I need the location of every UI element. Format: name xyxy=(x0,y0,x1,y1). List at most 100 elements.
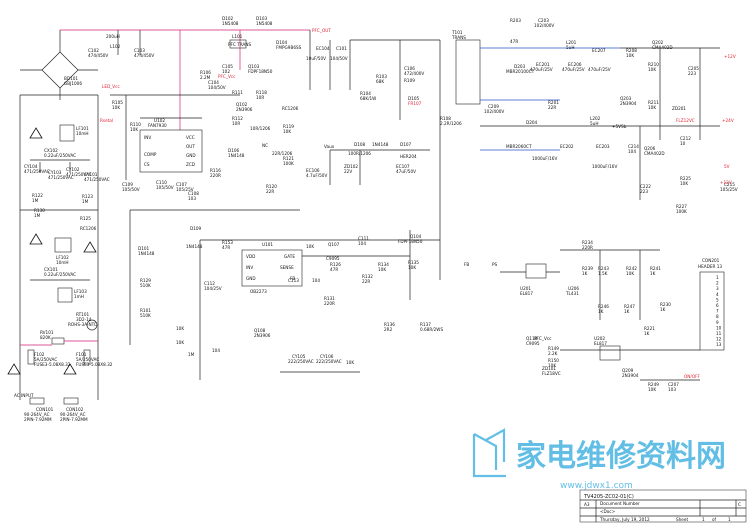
r249-value: 10K xyxy=(648,387,656,392)
r108b-value: 10K xyxy=(176,326,184,331)
c105-value: 102 xyxy=(222,69,230,74)
lf101-ref: LF101 xyxy=(76,126,89,131)
r130-ref: R130 xyxy=(34,208,45,213)
r101-ref: R101 xyxy=(140,308,151,313)
r108-ref: R108 xyxy=(440,116,451,121)
con201-ref: CON201 xyxy=(702,258,720,263)
d103-ref: D103 xyxy=(256,16,268,21)
r109b-value: 1M xyxy=(188,352,195,357)
ec107-value: 47uF/50V xyxy=(396,169,416,174)
input-filter-section: BD101 GBJ1006 LF101 10mH CX102 0.22uF/25… xyxy=(7,30,113,422)
net-vaux: Vaux xyxy=(324,144,335,149)
c215-value: 105/25V xyxy=(720,187,738,192)
c212-ref: C212 xyxy=(680,136,691,141)
connector-con101 xyxy=(29,397,45,405)
ec101-value: 10uF/50V xyxy=(306,56,326,61)
sheet-label: Sheet xyxy=(676,517,688,522)
connector-pin-number: 4 xyxy=(716,292,719,297)
ec107-ref: EC107 xyxy=(396,164,410,169)
c212-value: 10 xyxy=(680,141,686,146)
u101-pin-inv: INV xyxy=(246,265,253,270)
r116-value: 220R xyxy=(210,173,221,178)
ec203-ref: EC203 xyxy=(596,144,610,149)
r103-value: 68K xyxy=(376,79,384,84)
rt101-value: 3D2-14 xyxy=(76,317,92,322)
con102-spec: 90-264V_AC xyxy=(60,412,86,417)
d107-value: HER204 xyxy=(400,154,417,159)
cy101-value: 471/250VAC xyxy=(84,177,110,182)
q110-ref: Q110 xyxy=(526,336,538,341)
d108-value: 1N4148 xyxy=(372,142,389,147)
ec201-value: 470uF/25V xyxy=(530,67,553,72)
choke-lf101 xyxy=(59,124,75,142)
zd201-value: FLZ12VC xyxy=(676,118,695,123)
r113-value: NC xyxy=(262,143,268,148)
c103-value: 474/450V xyxy=(134,53,154,58)
ec203-value: 1000uF/16V xyxy=(592,164,617,169)
r131-value: 220R xyxy=(324,301,335,306)
watermark: 家电维修资料网 www.jdwx1.com xyxy=(472,428,726,491)
r149-ref: R149 xyxy=(548,346,559,351)
con102-pins: 2PIN-7.92MM xyxy=(60,417,88,422)
r150-value: 10K xyxy=(548,363,556,368)
c111-ref: C111 xyxy=(358,236,369,241)
q103-ref: Q103 xyxy=(248,64,260,69)
cy104-ref: CY104 xyxy=(24,164,38,169)
d102-ref: D102 xyxy=(222,16,234,21)
warning-icon xyxy=(29,127,43,139)
c106-value: 472/400V xyxy=(404,71,424,76)
cy105-value: 222/250VAC xyxy=(288,359,314,364)
book-logo-icon xyxy=(472,428,506,478)
r110-value: 10K xyxy=(130,127,138,132)
q107-value: C9095 xyxy=(326,256,340,261)
l101-value: PFC TRANS xyxy=(228,42,251,47)
f101-type: FUSE3-5.08X8.32 xyxy=(76,362,113,367)
cx102-value: 0.22uF/250VAC xyxy=(44,153,76,158)
r123-value: 1M xyxy=(82,199,89,204)
u101-pin-fb: FB xyxy=(290,276,295,281)
d203-value: MBR20100CT xyxy=(506,69,535,74)
net-ps: PS xyxy=(492,262,498,267)
r249-ref: R249 xyxy=(648,382,659,387)
d109-value: 1N4148 xyxy=(186,244,203,249)
zd101-value: FLZ18VC xyxy=(542,371,561,376)
u201-value: EL817 xyxy=(520,291,533,296)
c104-value: 104/50V xyxy=(208,85,226,90)
con101-spec: 90-264V_AC xyxy=(24,412,50,417)
f101-rating: 5A/250VAC xyxy=(76,357,99,362)
q209-ref: Q209 xyxy=(622,368,634,373)
net-on-off: ON/OFF xyxy=(684,374,701,379)
u101-pin-sense: SENSE xyxy=(280,265,294,270)
lf101-value: 10mH xyxy=(76,131,89,136)
ec201-ref: EC201 xyxy=(536,62,550,67)
r134-value: 10K xyxy=(378,267,386,272)
q104-value: FDPF18N50 xyxy=(398,239,423,244)
l101-ref: L101 xyxy=(232,34,243,39)
revision: C xyxy=(738,502,741,507)
r211-value: 10K xyxy=(648,105,656,110)
l201-value: 5uH xyxy=(566,45,574,50)
r124-value: RC1206 xyxy=(80,226,97,231)
r106b-value: 10K xyxy=(346,360,354,365)
document-number-label: Document Number xyxy=(600,501,640,506)
r117-value: RC1206 xyxy=(282,106,299,111)
c111-value: 104 xyxy=(358,241,366,246)
r203-ref: R203 xyxy=(510,18,521,23)
bridge-ref: BD101 xyxy=(64,76,78,81)
r121-value: 100K xyxy=(283,161,294,166)
f101-ref: F101 xyxy=(76,352,87,357)
rt101-extra: ROHS-3A-NTC xyxy=(68,322,97,327)
u102-pin-vcc: VCC xyxy=(186,135,195,140)
r210-ref: R210 xyxy=(648,62,659,67)
cx102-ref: CX102 xyxy=(44,148,58,153)
u202-ref: U202 xyxy=(594,336,605,341)
optocoupler-u202 xyxy=(599,345,621,361)
r126-value: 47R xyxy=(330,267,338,272)
r120-ref: R120 xyxy=(266,184,277,189)
r129-value: 510K xyxy=(140,283,151,288)
r134-ref: R134 xyxy=(378,262,389,267)
r239-value: 1K xyxy=(582,271,588,276)
cx101-ref: CX101 xyxy=(44,267,58,272)
sheet-number: 1 xyxy=(702,517,705,522)
